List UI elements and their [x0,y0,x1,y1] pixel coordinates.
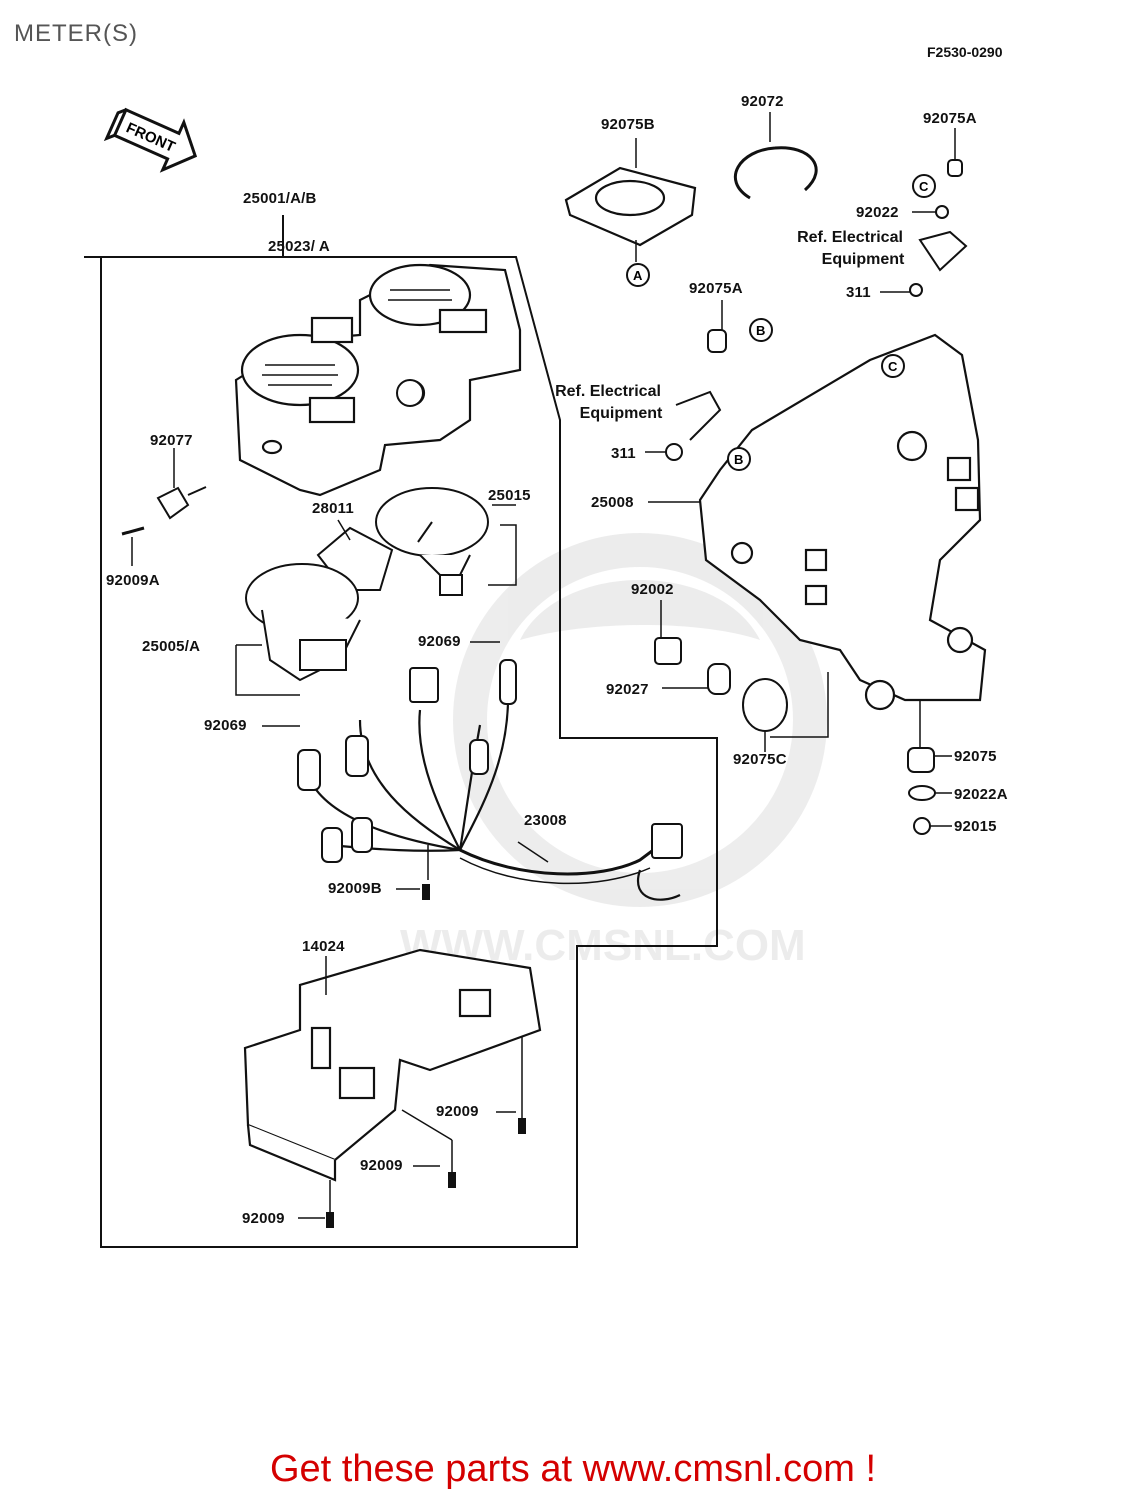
meter-bracket [698,333,987,711]
part-label-92009-b: 92009 [360,1157,403,1174]
circle-letter-c: C [919,179,929,194]
part-label-92009B: 92009B [328,880,382,897]
part-label-92015: 92015 [954,818,997,835]
footer-link-text[interactable]: Get these parts at www.cmsnl.com ! [269,1448,877,1490]
part-label-92075A-top: 92075A [923,110,977,127]
tachometer [375,487,489,596]
equipment-line: Equipment [821,251,905,268]
part-label-25023: 25023/ A [268,238,330,255]
equipment-line-2: Equipment [579,405,663,422]
part-label-311-mid: 311 [611,445,636,462]
diagram-code: F2530-0290 [927,44,1003,60]
part-label-92075A-mid: 92075A [689,280,743,297]
ref-electrical-note-top: Ref. Electrical Equipment [790,227,910,271]
part-label-23008: 23008 [524,812,567,829]
part-label-25008: 25008 [591,494,634,511]
ref-electrical-note-mid: Ref. Electrical Equipment [546,381,670,425]
assembly-boundary [84,256,718,1248]
front-arrow-icon: FRONT [103,107,198,173]
meter-cover [243,948,542,1182]
part-label-311-top: 311 [846,284,871,301]
part-label-25001: 25001/A/B [243,190,317,207]
harness-connectors [297,659,683,863]
part-label-92077: 92077 [150,432,193,449]
part-label-92009A: 92009A [106,572,160,589]
part-label-92002: 92002 [631,581,674,598]
page-title: METER(S) [14,20,138,47]
meter-case [234,263,522,497]
circle-letter-c-2: C [888,359,898,374]
trip-knob [156,486,207,520]
grommet-92075b [564,166,697,247]
part-label-25005: 25005/A [142,638,201,655]
part-label-92027: 92027 [606,681,649,698]
clip-92072 [733,146,818,200]
part-label-14024: 14024 [302,938,345,955]
wiring-harness [309,689,681,901]
part-label-92072: 92072 [741,93,784,110]
ref-electrical-line: Ref. Electrical [797,229,903,246]
part-label-92075C: 92075C [733,751,787,768]
part-label-92022A: 92022A [954,786,1008,803]
speedometer [245,563,361,682]
part-label-92069-right: 92069 [418,633,461,650]
part-label-92009-a: 92009 [436,1103,479,1120]
part-label-92069-left: 92069 [204,717,247,734]
part-label-92075B: 92075B [601,116,655,133]
part-label-92022: 92022 [856,204,899,221]
part-label-28011: 28011 [312,500,354,517]
part-label-25015: 25015 [488,487,531,504]
part-label-92009-c: 92009 [242,1210,285,1227]
circle-letter-markers [396,174,936,471]
part-label-92075: 92075 [954,748,997,765]
circle-letter-b: B [756,323,765,338]
circle-letter-b-2: B [734,452,743,467]
ref-electrical-line-2: Ref. Electrical [555,383,661,400]
circle-letter-a: A [633,268,643,283]
small-fasteners [654,159,968,835]
